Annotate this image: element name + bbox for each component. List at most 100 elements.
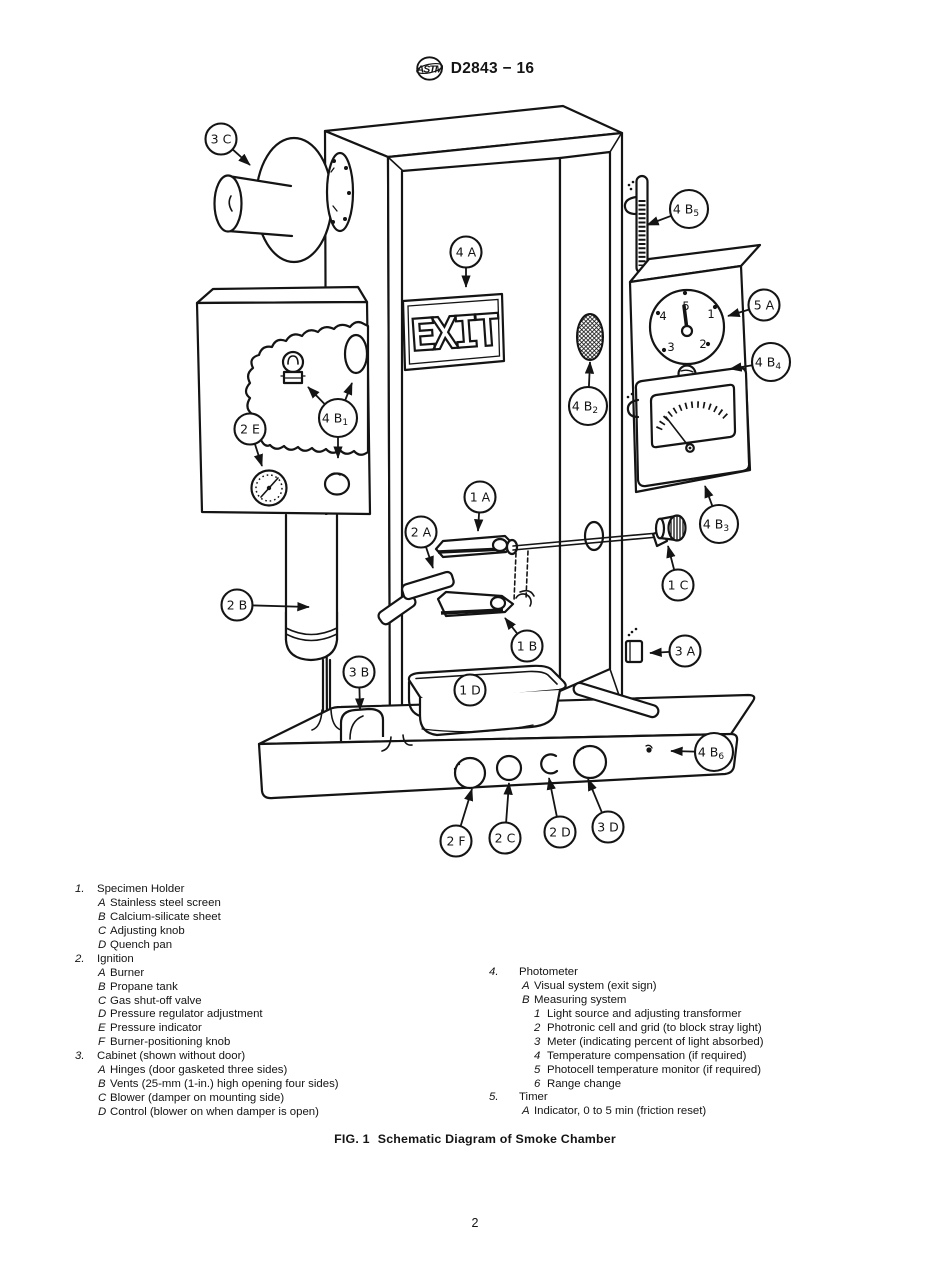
legend-item-text: Visual system (exit sign) bbox=[534, 979, 657, 992]
figure-title: Schematic Diagram of Smoke Chamber bbox=[377, 1132, 616, 1146]
callout-2f: 2 F bbox=[439, 788, 474, 858]
legend-item-text: Adjusting knob bbox=[110, 924, 185, 937]
legend-item-text: Burner-positioning knob bbox=[110, 1036, 231, 1049]
burner-positioning-knob bbox=[453, 756, 487, 790]
legend-item-label: 2 bbox=[534, 1021, 541, 1034]
svg-text:2 C: 2 C bbox=[495, 830, 516, 845]
legend-item-label: A bbox=[98, 966, 106, 979]
legend-item-text: Temperature compensation (if required) bbox=[547, 1049, 747, 1062]
vent bbox=[339, 707, 385, 741]
legend-item-text: Light source and adjusting transformer bbox=[547, 1007, 742, 1020]
callout-4a: 4 A bbox=[449, 235, 483, 288]
callout-1d: 1 D bbox=[453, 673, 487, 707]
page-number: 2 bbox=[471, 1216, 479, 1230]
exit-sign: EXIT bbox=[401, 292, 506, 372]
svg-text:4 B1: 4 B1 bbox=[322, 410, 348, 428]
callout-2d: 2 D bbox=[543, 777, 577, 849]
light-source-bulb bbox=[280, 350, 306, 385]
svg-text:4 B6: 4 B6 bbox=[698, 744, 725, 762]
propane-tank bbox=[284, 513, 339, 742]
blower bbox=[213, 136, 355, 264]
svg-text:1 B: 1 B bbox=[517, 638, 538, 653]
meter bbox=[634, 366, 751, 488]
callout-3a: 3 A bbox=[649, 634, 702, 668]
rod-hole bbox=[583, 520, 605, 552]
legend-item-label: 4 bbox=[534, 1049, 541, 1062]
callout-4b5: 4 B5 bbox=[646, 188, 710, 230]
chute bbox=[572, 681, 660, 719]
callout-2c: 2 C bbox=[488, 782, 522, 855]
panel-porthole bbox=[343, 333, 369, 375]
svg-text:3 A: 3 A bbox=[675, 643, 696, 658]
photronic-cell-grid bbox=[576, 313, 604, 361]
legend-item: 2.Ignition bbox=[75, 953, 495, 967]
legend-item-label: B bbox=[522, 993, 530, 1006]
legend-item-label: 1 bbox=[534, 1007, 541, 1020]
legend-item-label: 5. bbox=[489, 1091, 499, 1104]
legend-item-label: A bbox=[522, 979, 530, 992]
legend-item-label: B bbox=[98, 1078, 106, 1091]
astm-logo-icon: ASTM bbox=[416, 56, 443, 81]
gas-shutoff-valve-knob bbox=[495, 754, 523, 782]
legend-item-text: Meter (indicating percent of light absor… bbox=[547, 1035, 764, 1048]
pressure-indicator-gauge bbox=[250, 469, 288, 507]
svg-text:2 B: 2 B bbox=[227, 597, 248, 612]
legend-item-label: A bbox=[98, 896, 106, 909]
svg-text:2 D: 2 D bbox=[549, 824, 571, 839]
legend-item-text: Photronic cell and grid (to block stray … bbox=[547, 1021, 762, 1034]
callout-1a: 1 A bbox=[463, 480, 497, 532]
legend-item-text: Indicator, 0 to 5 min (friction reset) bbox=[534, 1105, 707, 1118]
svg-text:5 A: 5 A bbox=[754, 297, 775, 312]
callout-4b3: 4 B3 bbox=[698, 485, 740, 545]
cabinet: EXIT bbox=[323, 104, 649, 746]
callout-1c: 1 C bbox=[661, 545, 695, 602]
regulator-adjustment-knob bbox=[540, 753, 559, 775]
regulator-knob bbox=[323, 472, 351, 496]
callout-4b2: 4 B2 bbox=[567, 361, 609, 427]
page-header: ASTM D2843 − 16 bbox=[0, 55, 950, 82]
legend-item-label: C bbox=[98, 924, 107, 937]
timer-dial-number: 3 bbox=[667, 340, 674, 354]
legend-item-label: F bbox=[98, 1036, 105, 1049]
legend-item: F Burner-positioning knob bbox=[75, 1036, 495, 1050]
svg-text:1 C: 1 C bbox=[668, 577, 689, 592]
timer-dial-number: 5 bbox=[682, 299, 689, 313]
legend-item-label: B bbox=[98, 980, 106, 993]
legend-item-text: Timer bbox=[519, 1091, 548, 1104]
svg-text:4 A: 4 A bbox=[456, 244, 477, 259]
legend-item-text: Hinges (door gasketed three sides) bbox=[110, 1064, 288, 1077]
svg-text:3 B: 3 B bbox=[349, 664, 370, 679]
legend-item-text: Propane tank bbox=[110, 980, 178, 993]
callout-2e: 2 E bbox=[233, 412, 267, 467]
legend-item-text: Control (blower on when damper is open) bbox=[110, 1106, 319, 1118]
callout-2b: 2 B bbox=[220, 588, 310, 622]
timer-dial-number: 2 bbox=[699, 337, 706, 351]
legend-item-label: A bbox=[98, 1064, 106, 1077]
legend-item-label: A bbox=[522, 1105, 530, 1118]
legend-item-text: Gas shut-off valve bbox=[110, 994, 202, 1007]
legend-item-text: Specimen Holder bbox=[97, 883, 185, 895]
callout-3c: 3 C bbox=[204, 122, 251, 166]
legend-item: B Propane tank bbox=[75, 981, 495, 995]
ignition-panel bbox=[195, 285, 372, 516]
svg-text:4 B2: 4 B2 bbox=[572, 398, 598, 416]
callout-3b: 3 B bbox=[342, 655, 376, 711]
photocell-thermometer bbox=[623, 174, 649, 275]
adjusting-knob bbox=[651, 514, 687, 548]
exit-sign-text: EXIT bbox=[409, 305, 502, 362]
svg-text:2 A: 2 A bbox=[411, 524, 432, 539]
callout-5a: 5 A bbox=[727, 288, 781, 322]
legend-item-text: Pressure regulator adjustment bbox=[110, 1008, 263, 1021]
